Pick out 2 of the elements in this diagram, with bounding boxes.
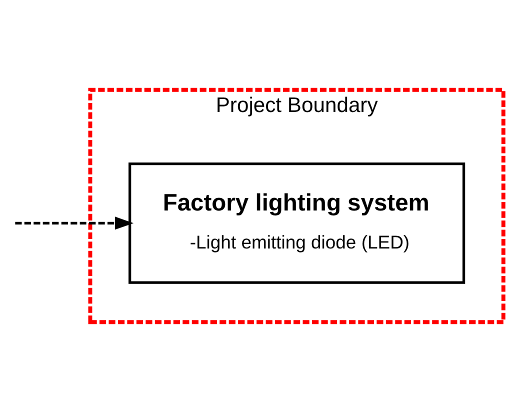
arrow: [15, 216, 134, 230]
node-box: Factory lighting system -Light emitting diode (LED): [128, 162, 466, 284]
